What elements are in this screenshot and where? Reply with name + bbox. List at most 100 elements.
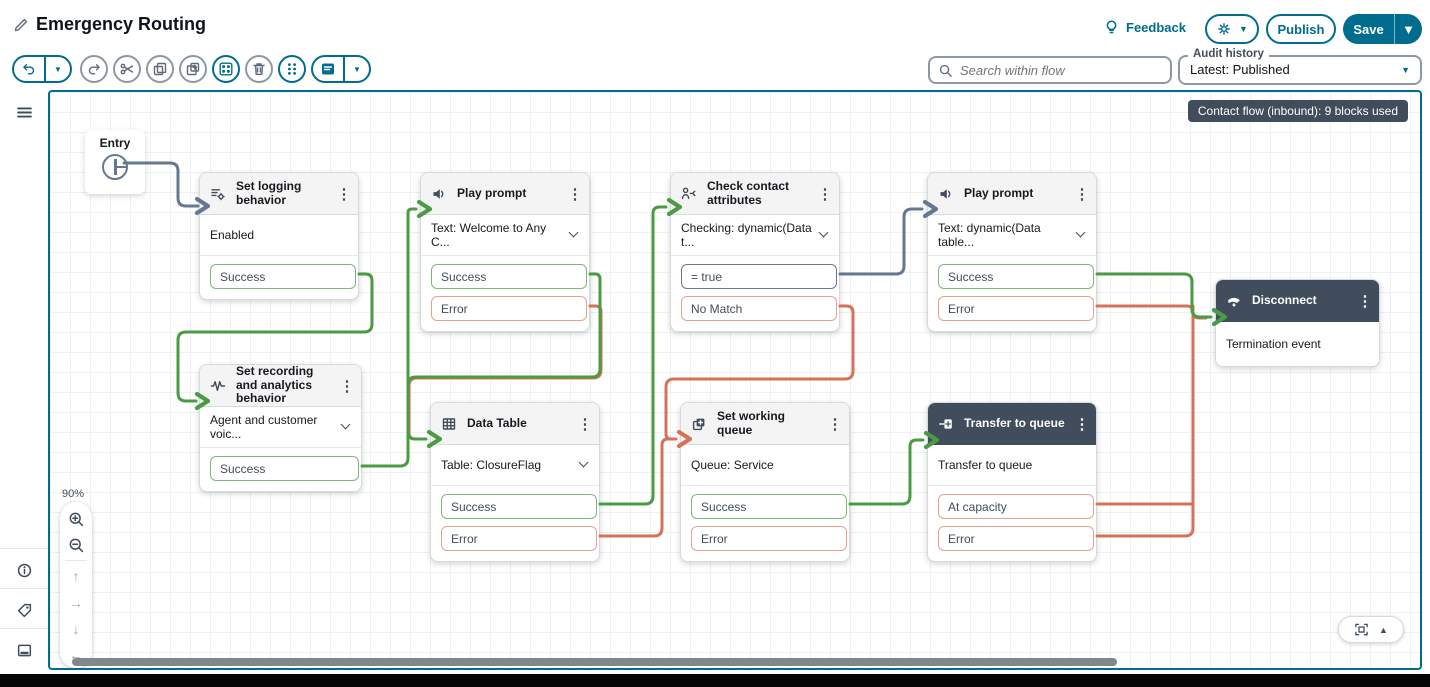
block-menu-kebab-icon[interactable]: ⋮ — [567, 185, 583, 203]
block-body-text: Text: Welcome to Any C... — [431, 221, 547, 249]
block-play-prompt-1[interactable]: Play prompt⋮Text: Welcome to Any C...Suc… — [420, 172, 590, 332]
info-icon — [16, 562, 33, 579]
feedback-link[interactable]: Feedback — [1103, 19, 1186, 36]
drag-button[interactable] — [278, 55, 306, 83]
chevron-up-icon: ▲ — [1379, 624, 1388, 635]
notes-main-button[interactable] — [313, 57, 343, 81]
block-body-text: Transfer to queue — [938, 458, 1033, 472]
rail-item-panel[interactable] — [12, 638, 36, 662]
port--true[interactable]: = true — [681, 264, 837, 289]
save-button[interactable]: Save — [1343, 14, 1395, 44]
cut-button[interactable] — [113, 55, 141, 83]
table-grid-icon — [441, 416, 457, 432]
block-menu-kebab-icon[interactable]: ⋮ — [577, 415, 593, 433]
redo-button[interactable] — [80, 55, 108, 83]
search-input[interactable] — [960, 62, 1162, 78]
group-button[interactable] — [212, 55, 240, 83]
undo-dropdown-button[interactable]: ▼ — [46, 57, 70, 81]
entry-label: Entry — [99, 136, 131, 150]
undo-main-button[interactable] — [14, 57, 44, 81]
horizontal-scrollbar[interactable] — [72, 658, 1117, 666]
edit-title-pencil-icon[interactable] — [13, 17, 29, 33]
connector-set-recording-analytics-success — [360, 207, 418, 468]
lightbulb-icon — [1103, 19, 1120, 36]
block-menu-kebab-icon[interactable]: ⋮ — [1074, 415, 1090, 433]
port-at-capacity[interactable]: At capacity — [938, 494, 1094, 519]
chevron-down-icon[interactable] — [818, 227, 829, 238]
copy-button[interactable] — [146, 55, 174, 83]
port-error[interactable]: Error — [691, 526, 847, 551]
tag-icon — [16, 602, 33, 619]
block-body-text: Queue: Service — [691, 458, 774, 472]
fit-screen-control[interactable]: ▲ — [1338, 616, 1404, 643]
connector-play-prompt-2-error — [1095, 304, 1208, 320]
zoom-out-button[interactable] — [63, 532, 89, 558]
port-success[interactable]: Success — [431, 264, 587, 289]
port-success[interactable]: Success — [938, 264, 1094, 289]
chevron-down-icon[interactable] — [340, 419, 351, 430]
save-split-button: Save ▼ — [1343, 14, 1422, 44]
chevron-down-icon[interactable] — [578, 457, 589, 468]
caret-down: ▼ — [352, 64, 361, 74]
audit-history-select[interactable]: Audit history Latest: Published ▼ — [1178, 48, 1422, 85]
connector-transfer-to-queue-error — [1095, 304, 1195, 538]
block-menu-kebab-icon[interactable]: ⋮ — [827, 415, 843, 433]
chevron-down-icon[interactable] — [1075, 227, 1086, 238]
block-check-contact-attributes[interactable]: Check contact attributes⋮Checking: dynam… — [670, 172, 840, 332]
notes-dropdown-button[interactable]: ▼ — [345, 57, 369, 81]
port-error[interactable]: Error — [441, 526, 597, 551]
entry-node[interactable]: Entry — [85, 130, 145, 194]
block-menu-kebab-icon[interactable]: ⋮ — [1357, 292, 1373, 310]
zoom-controls: ↑→↓← — [60, 502, 92, 668]
left-rail — [0, 90, 48, 672]
flow-canvas[interactable]: Contact flow (inbound): 9 blocks used En… — [48, 90, 1422, 670]
undo-button[interactable]: ▼ — [12, 55, 72, 83]
block-menu-kebab-icon[interactable]: ⋮ — [336, 185, 352, 203]
search-icon — [938, 63, 953, 78]
logging-icon — [210, 186, 226, 202]
rail-divider — [0, 628, 48, 629]
settings-menu-button[interactable]: ▼ — [1205, 14, 1259, 44]
block-title: Set logging behavior — [236, 178, 302, 207]
blocks-used-badge: Contact flow (inbound): 9 blocks used — [1187, 100, 1408, 122]
block-menu-kebab-icon[interactable]: ⋮ — [1074, 185, 1090, 203]
publish-button[interactable]: Publish — [1266, 14, 1336, 44]
gear-icon — [1216, 21, 1232, 37]
port-error[interactable]: Error — [938, 296, 1094, 321]
rail-item-info[interactable] — [12, 558, 36, 582]
notes-button[interactable]: ▼ — [311, 55, 371, 83]
block-menu-kebab-icon[interactable]: ⋮ — [339, 377, 355, 395]
delete-button[interactable] — [245, 55, 273, 83]
pan-up-button[interactable]: ↑ — [63, 563, 89, 589]
port-no-match[interactable]: No Match — [681, 296, 837, 321]
rail-item-tags[interactable] — [12, 598, 36, 622]
search-box — [928, 56, 1172, 84]
port-error[interactable]: Error — [938, 526, 1094, 551]
caret-down: ▼ — [53, 64, 62, 74]
port-success[interactable]: Success — [691, 494, 847, 519]
port-success[interactable]: Success — [210, 264, 356, 289]
block-menu-kebab-icon[interactable]: ⋮ — [817, 185, 833, 203]
port-success[interactable]: Success — [210, 456, 359, 481]
entry-port-icon[interactable] — [102, 154, 128, 180]
undo-icon — [21, 61, 37, 77]
pan-right-button[interactable]: → — [63, 589, 89, 615]
save-dropdown-button[interactable]: ▼ — [1395, 14, 1422, 44]
notes-icon — [320, 61, 336, 77]
port-success[interactable]: Success — [441, 494, 597, 519]
duplicate-button[interactable] — [179, 55, 207, 83]
menu-toggle-button[interactable] — [12, 100, 36, 124]
block-play-prompt-2[interactable]: Play prompt⋮Text: dynamic(Data table...S… — [927, 172, 1097, 332]
pan-down-button[interactable]: ↓ — [63, 616, 89, 642]
block-disconnect[interactable]: Disconnect⋮Termination event — [1215, 279, 1380, 367]
port-error[interactable]: Error — [431, 296, 587, 321]
block-set-recording-analytics[interactable]: Set recording and analytics behavior⋮Age… — [199, 364, 362, 492]
panel-bottom-icon — [16, 642, 33, 659]
zoom-in-button[interactable] — [63, 506, 89, 532]
chevron-down-icon[interactable] — [568, 227, 579, 238]
bottom-strip — [0, 674, 1430, 687]
